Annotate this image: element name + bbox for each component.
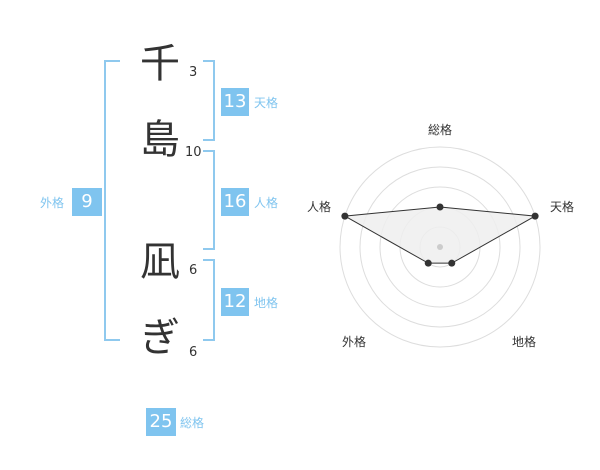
radar-label-jinkaku: 人格 <box>307 200 332 214</box>
stroke-count-2: 10 <box>185 145 202 160</box>
stroke-count-3: 6 <box>189 263 198 278</box>
radar-label-chikaku: 地格 <box>512 335 537 349</box>
tenkaku-bracket <box>203 60 215 141</box>
radar-center-dot <box>437 244 443 250</box>
tenkaku-label: 天格 <box>254 96 279 110</box>
soukaku-value: 25 <box>146 408 176 436</box>
soukaku-label: 総格 <box>180 416 205 430</box>
name-char-4: ぎ <box>140 315 180 361</box>
radar-point-3 <box>448 259 456 267</box>
radar-point-4 <box>424 259 432 267</box>
radar-label-soukaku: 総格 <box>428 123 453 137</box>
chikaku-value: 12 <box>221 288 249 316</box>
radar-grid-ring <box>359 166 521 328</box>
gaikaku-value: 9 <box>72 188 102 216</box>
name-char-2: 島 <box>140 117 180 163</box>
stroke-count-1: 3 <box>189 65 198 80</box>
radar-label-tenkaku: 天格 <box>550 200 575 214</box>
jinkaku-label: 人格 <box>254 196 279 210</box>
radar-grid-ring <box>379 186 501 308</box>
radar-point-1 <box>436 203 444 211</box>
radar-label-gaikaku: 外格 <box>342 335 367 349</box>
radar-point-2 <box>531 212 539 220</box>
chikaku-bracket <box>203 259 215 341</box>
chikaku-label: 地格 <box>254 296 279 310</box>
gaikaku-bracket <box>104 60 120 341</box>
radar-point-5 <box>341 212 349 220</box>
tenkaku-value: 13 <box>221 88 249 116</box>
name-char-3: 凪 <box>140 239 180 285</box>
gaikaku-label: 外格 <box>40 196 65 210</box>
radar-shape <box>343 206 537 264</box>
jinkaku-bracket <box>203 150 215 250</box>
radar-grid-ring <box>339 146 541 348</box>
stroke-count-4: 6 <box>189 345 198 360</box>
jinkaku-value: 16 <box>221 188 249 216</box>
name-char-1: 千 <box>140 41 180 87</box>
